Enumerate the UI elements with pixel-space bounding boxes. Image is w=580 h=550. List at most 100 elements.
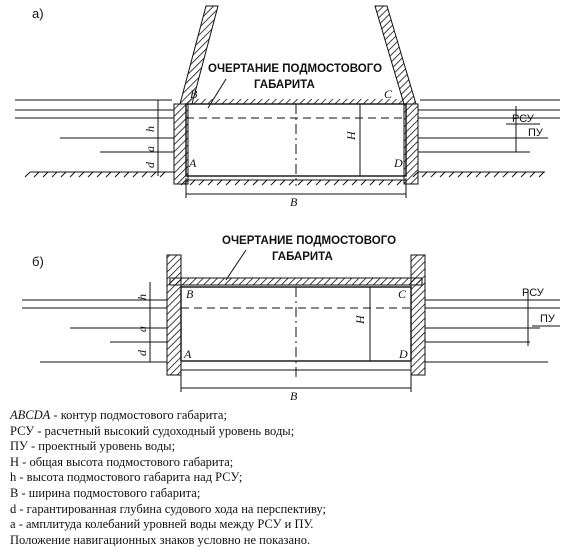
panel-a-corner-b: B [190,87,198,101]
panel-b-right-pier [410,254,426,376]
ground-tick [24,171,31,178]
legend-row: Н - общая высота подмостового габарита; [10,455,570,471]
panel-b-caption-line2: ГАБАРИТА [272,251,333,263]
legend-text: Положение навигационных знаков условно н… [10,532,311,547]
panel-a: а) ОЧЕРТАНИЕ ПОДМОСТОВОГО ГАБАРИТА [15,5,560,209]
ground-tick [466,171,473,178]
ground-tick [51,171,58,178]
ground-tick [360,179,367,186]
panel-b-caption-leader [225,249,247,281]
panel-b-corner-b: B [186,287,194,301]
ground-tick [87,171,94,178]
ground-tick [315,179,322,186]
panel-a-ground-ticks [24,171,545,186]
legend-term: ABCDA [10,408,51,422]
ground-tick [475,171,482,178]
ground-tick [114,171,121,178]
panel-a-water-lines [15,109,560,153]
ground-tick [484,171,491,178]
ground-tick [324,179,331,186]
panel-a-deck [186,99,406,104]
panel-b-dim-d: d [135,349,149,356]
ground-tick [60,171,67,178]
legend-text: - высота подмостового габарита над РСУ; [16,470,243,485]
legend-text: - контур подмостового габарита; [50,408,227,422]
ground-tick [511,171,518,178]
panel-b: б) ОЧЕРТАНИЕ ПОДМОСТОВОГО ГАБАРИТА B [22,235,560,403]
ground-tick [306,179,313,186]
panel-a-corner-d: D [393,156,403,170]
legend: ABCDA - контур подмостового габарита;РСУ… [10,408,570,548]
panel-b-dim-h: h [135,294,149,300]
panel-a-level-pu: ПУ [528,127,544,139]
panel-a-left-pier-upper [179,5,219,105]
ground-tick [78,171,85,178]
ground-tick [216,179,223,186]
ground-tick [159,171,166,178]
panel-a-dim-H: H [344,130,358,141]
ground-tick [297,179,304,186]
panel-a-dim-a: a [143,146,157,152]
panel-b-corner-c: C [398,287,407,301]
legend-row: РСУ - расчетный высокий судоходный урове… [10,424,570,440]
ground-tick [333,179,340,186]
ground-tick [261,179,268,186]
panel-a-caption-line2: ГАБАРИТА [254,79,315,91]
legend-text: - расчетный высокий судоходный уровень в… [34,423,295,438]
panel-b-level-rsu: РСУ [522,287,545,299]
ground-tick [351,179,358,186]
panel-b-dim-H: H [353,314,367,325]
ground-tick [396,179,403,186]
panel-a-right-pier-upper [374,5,417,105]
ground-tick [493,171,500,178]
panel-b-left-pier [166,254,182,376]
panel-b-dim-B: B [290,389,298,403]
legend-row: Положение навигационных знаков условно н… [10,533,570,549]
panel-a-ground [15,99,560,181]
ground-tick [378,179,385,186]
ground-tick [42,171,49,178]
panel-a-caption-line1: ОЧЕРТАНИЕ ПОДМОСТОВОГО [208,63,382,75]
panel-b-level-pu: ПУ [540,313,556,325]
bridge-clearance-diagram: а) ОЧЕРТАНИЕ ПОДМОСТОВОГО ГАБАРИТА [15,5,560,403]
ground-tick [207,179,214,186]
ground-tick [33,171,40,178]
ground-tick [252,179,259,186]
legend-term: ПУ [10,439,28,454]
legend-term: d [10,501,17,516]
ground-tick [457,171,464,178]
legend-row: d - гарантированная глубина судового ход… [10,502,570,518]
panel-b-corner-a: A [183,347,192,361]
panel-b-corner-d: D [398,347,408,361]
ground-tick [243,179,250,186]
ground-tick [288,179,295,186]
ground-tick [412,171,419,178]
legend-row: ABCDA - контур подмостового габарита; [10,408,570,424]
panel-b-dim-a: a [135,326,149,332]
legend-text: - проектный уровень воды; [27,439,176,454]
ground-tick [430,171,437,178]
ground-tick [141,171,148,178]
ground-tick [225,179,232,186]
panel-a-dim-h: h [143,126,157,132]
panel-b-caption-line1: ОЧЕРТАНИЕ ПОДМОСТОВОГО [222,235,396,247]
ground-tick [189,179,196,186]
legend-row: h - высота подмостового габарита над РСУ… [10,470,570,486]
ground-tick [421,171,428,178]
ground-tick [279,179,286,186]
legend-term: Н [10,454,20,469]
ground-tick [132,171,139,178]
panel-a-corner-c: C [384,87,393,101]
ground-tick [234,179,241,186]
legend-text: - общая высота подмостового габарита; [19,454,234,469]
ground-tick [369,179,376,186]
ground-tick [502,171,509,178]
legend-term: h [10,470,17,485]
ground-tick [105,171,112,178]
panel-a-label: а) [32,6,44,21]
ground-tick [69,171,76,178]
legend-row: a - амплитуда колебаний уровней воды меж… [10,517,570,533]
legend-text: - гарантированная глубина судового хода … [16,501,326,516]
ground-tick [123,171,130,178]
ground-tick [448,171,455,178]
